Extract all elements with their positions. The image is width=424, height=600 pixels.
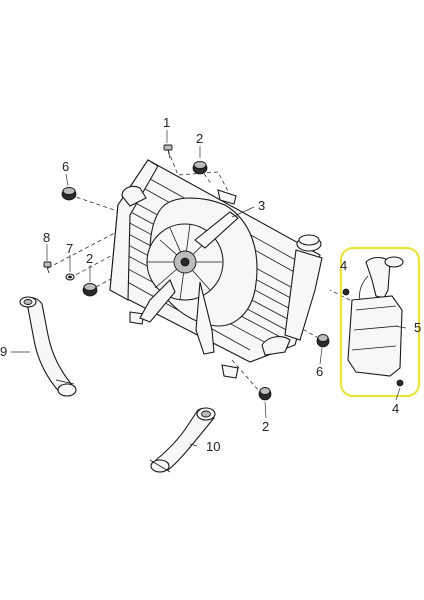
bolt-1 xyxy=(163,144,173,159)
grommet-2-bottom xyxy=(258,387,272,401)
hose-9 xyxy=(19,296,77,397)
washer-7 xyxy=(65,273,75,281)
leader-lines xyxy=(11,130,407,447)
callout-4-top: 4 xyxy=(340,258,347,273)
reservoir-highlight-box xyxy=(339,246,421,398)
grommet-6-right xyxy=(316,334,330,348)
callout-1: 1 xyxy=(163,115,170,130)
callout-5: 5 xyxy=(414,320,421,335)
callout-3: 3 xyxy=(258,198,265,213)
callout-8: 8 xyxy=(43,230,50,245)
cooling-fan xyxy=(139,197,258,355)
callout-2-top: 2 xyxy=(196,131,203,146)
grommet-2-left xyxy=(82,283,98,297)
callout-2-left: 2 xyxy=(86,251,93,266)
bolt-8 xyxy=(43,261,52,274)
reservoir-tank xyxy=(342,256,404,387)
callout-4-bottom: 4 xyxy=(392,401,399,416)
callout-6-top: 6 xyxy=(62,159,69,174)
callout-labels: 1 2 6 3 8 7 2 4 5 9 6 4 2 10 xyxy=(0,115,421,454)
grommet-2-top xyxy=(192,161,208,175)
callout-10: 10 xyxy=(206,439,220,454)
callout-2-bottom: 2 xyxy=(262,419,269,434)
grommet-6-top xyxy=(61,187,77,201)
callout-9: 9 xyxy=(0,344,7,359)
callout-7: 7 xyxy=(66,241,73,256)
callout-6-right: 6 xyxy=(316,364,323,379)
hose-10 xyxy=(149,407,216,473)
